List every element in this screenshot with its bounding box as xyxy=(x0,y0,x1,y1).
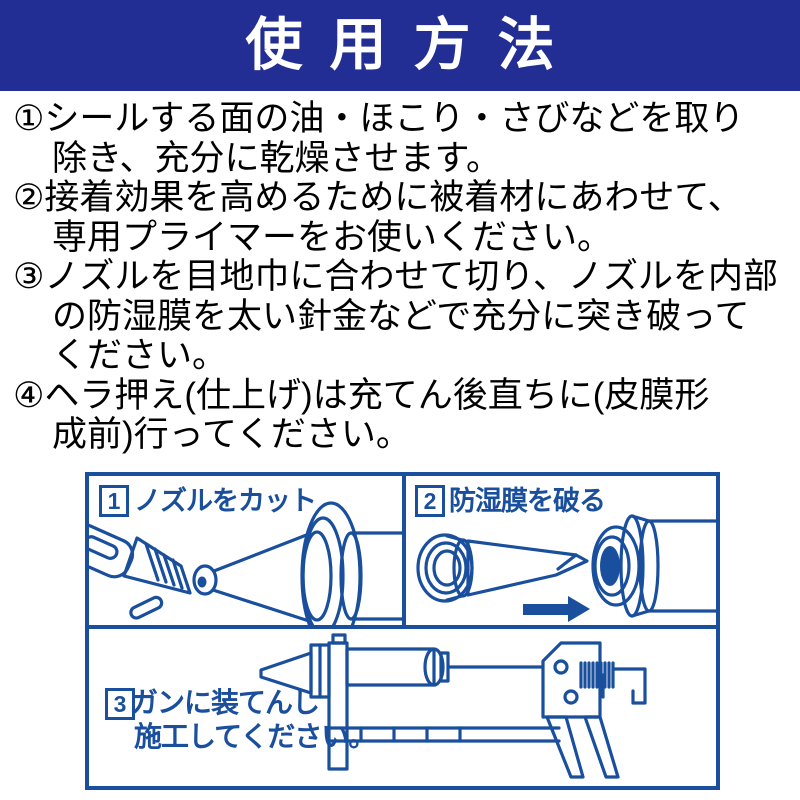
panel-1-number-badge: 1 xyxy=(99,485,129,517)
panel-load-gun: 3 ガンに装てんし 施工してください。 xyxy=(89,629,716,786)
panel-3-label-line-2: 施工してください。 xyxy=(134,721,376,752)
step-3-line-3: ください。 xyxy=(52,336,228,375)
step-2-line-1: ②接着効果を高めるために被着材にあわせて、 xyxy=(13,178,743,217)
panel-1-label: ノズルをカット xyxy=(134,486,317,516)
step-3-line-2: の防湿膜を太い針金などで充分に突き破って xyxy=(52,296,750,336)
nozzle-piercing-membrane-icon xyxy=(416,514,716,622)
step-3-line-1: ③ノズルを目地巾に合わせて切り、ノズルを内部 xyxy=(13,257,778,296)
panel-break-membrane: 2 防湿膜を破る xyxy=(406,476,716,625)
page-title: 使用方法 xyxy=(245,13,582,77)
step-2-line-2: 専用プライマーをお使いください。 xyxy=(52,217,613,257)
step-4-line-1: ④ヘラ押え(仕上げ)は充てん後直ちに(皮膜形 xyxy=(13,375,710,415)
step-1-line-2: 除き、充分に乾燥させます。 xyxy=(52,138,502,178)
panel-2-label: 防湿膜を破る xyxy=(449,486,606,516)
panel-divider-horizontal xyxy=(89,625,716,629)
panel-nozzle-cut: 1 ノズルをカット xyxy=(89,476,402,625)
utility-knife-cutting-nozzle-icon xyxy=(89,501,402,625)
panel-3-label-line-1: ガンに装てんし xyxy=(130,687,320,718)
instruction-steps: ①シールする面の油・ほこり・さびなどを取り 除き、充分に乾燥させます。 ②接着効… xyxy=(13,99,793,455)
panel-3-number-badge: 3 xyxy=(105,688,135,720)
step-3: ③ノズルを目地巾に合わせて切り、ノズルを内部 の防湿膜を太い針金などで充分に突き… xyxy=(13,257,793,376)
step-1-line-1: ①シールする面の油・ほこり・さびなどを取り xyxy=(13,99,745,138)
caulking-gun-icon xyxy=(259,633,647,779)
step-4-line-2: 成前)行ってください。 xyxy=(52,415,411,454)
diagram-box: 1 ノズルをカット xyxy=(85,472,720,790)
panel-divider-vertical xyxy=(402,476,406,629)
step-2: ②接着効果を高めるために被着材にあわせて、 専用プライマーをお使いください。 xyxy=(13,178,793,257)
header-bar: 使用方法 xyxy=(0,0,800,91)
panel-2-number-badge: 2 xyxy=(415,485,445,517)
step-1: ①シールする面の油・ほこり・さびなどを取り 除き、充分に乾燥させます。 xyxy=(13,99,793,178)
step-4: ④ヘラ押え(仕上げ)は充てん後直ちに(皮膜形 成前)行ってください。 xyxy=(13,376,793,455)
